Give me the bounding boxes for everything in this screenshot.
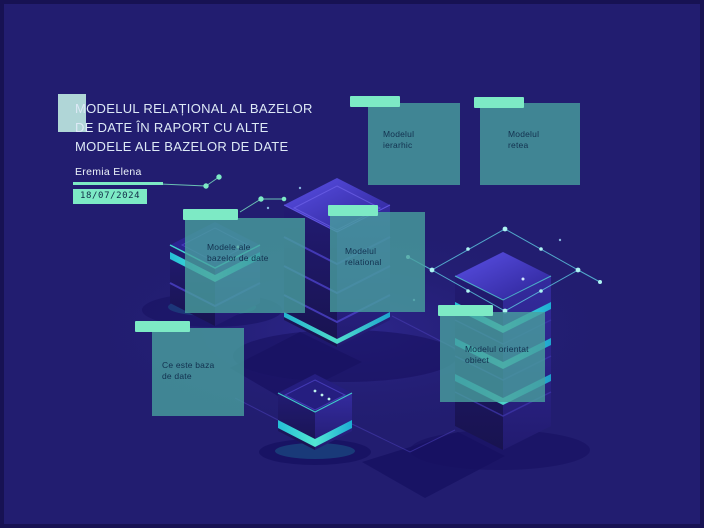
panel-header-bar (350, 96, 400, 107)
topic-panel-modelul-retea[interactable]: Modelul retea (474, 97, 580, 185)
presentation-title: MODELUL RELAȚIONAL AL BAZELOR DE DATE ÎN… (75, 101, 313, 154)
topic-panel-ce-este-baza-de-date[interactable]: Ce este baza de date (135, 321, 244, 416)
date-badge: 18/07/2024 (73, 188, 148, 204)
panel-header-bar (183, 209, 238, 220)
author-underline (73, 181, 163, 185)
panel-header-bar (328, 205, 378, 216)
database-cube-front (277, 374, 353, 450)
topic-panel-modelul-ierarhic[interactable]: Modelul ierarhic (350, 96, 460, 185)
topic-panel-modele-ale-bazelor-de-date[interactable]: Modele ale bazelor de date (183, 209, 305, 313)
topic-label: Modelul relational (345, 246, 382, 268)
topic-label: Ce este baza de date (162, 360, 215, 382)
panel-header-bar (438, 305, 493, 316)
title-frame[interactable]: MODELUL RELAȚIONAL AL BAZELOR DE DATE ÎN… (58, 90, 340, 204)
author-name: Eremia Elena (75, 165, 142, 178)
network-dots (406, 226, 602, 314)
panel-header-bar (135, 321, 190, 332)
connector-dots (159, 174, 287, 213)
topic-panel-modelul-orientat-obiect[interactable]: Modelul orientat obiect (438, 305, 545, 402)
title-accent-block (58, 94, 86, 132)
topic-panel-modelul-relational[interactable]: Modelul relational (328, 205, 425, 312)
topic-label: Modelul ierarhic (383, 129, 415, 151)
topic-label: Modele ale bazelor de date (207, 242, 269, 264)
topic-label: Modelul orientat obiect (465, 344, 529, 366)
panel-header-bar (474, 97, 524, 108)
topic-label: Modelul retea (508, 129, 540, 151)
